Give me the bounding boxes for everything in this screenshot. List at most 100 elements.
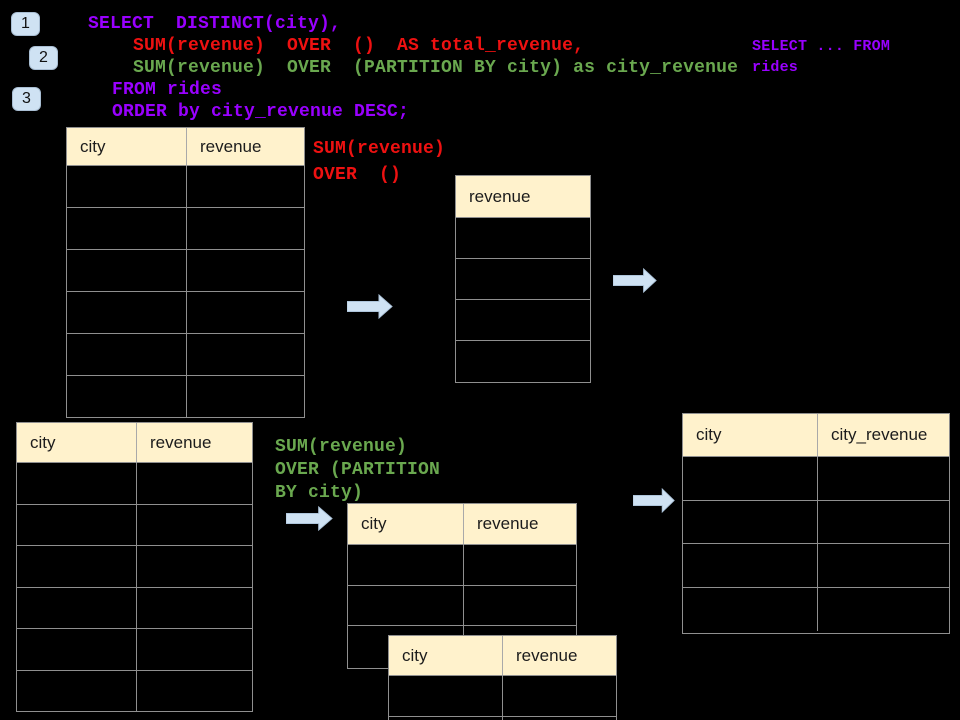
table-row [67, 376, 304, 418]
table-cell-empty [137, 505, 252, 546]
table-cell-empty [187, 292, 304, 334]
table-row [67, 292, 304, 334]
table-cell-empty [187, 208, 304, 250]
table-row [683, 544, 949, 588]
table-row [456, 300, 590, 341]
table-header-row: city revenue [17, 423, 252, 463]
table-cell-empty [17, 463, 137, 505]
table-row [17, 629, 252, 671]
table-final-result: city city_revenue [682, 413, 950, 634]
table-total-revenue-result: revenue [455, 175, 591, 383]
table-row [348, 585, 576, 626]
table-row [17, 587, 252, 629]
table-cell-empty [389, 717, 503, 720]
table-cell-empty [17, 546, 137, 588]
sql-line-partition: SUM(revenue) OVER (PARTITION BY city) as… [133, 58, 739, 78]
annotation-total-revenue: SUM(revenue) OVER () [313, 139, 446, 185]
table-cell-empty [137, 671, 252, 713]
annotation-partition-by-city: SUM(revenue) OVER (PARTITION BY city) [275, 437, 441, 503]
column-header-city: city [17, 423, 137, 463]
arrow-right-icon [347, 294, 393, 319]
table-cell-empty [348, 585, 464, 626]
table-row [67, 208, 304, 250]
table-cell-empty [137, 588, 252, 629]
table-cell-empty [67, 166, 187, 208]
table-cell-empty [67, 292, 187, 334]
table-row [456, 218, 590, 259]
table-header-row: city city_revenue [683, 414, 949, 457]
table-cell-empty [187, 376, 304, 418]
table-cell-empty [456, 300, 590, 341]
table-cell-empty [464, 586, 576, 626]
table-cell-empty [187, 166, 304, 208]
table-header-row: city revenue [348, 504, 576, 545]
table-cell-empty [137, 546, 252, 588]
step-badge-1: 1 [11, 12, 40, 36]
table-cell-empty [456, 341, 590, 382]
sql-line-select: SELECT DISTINCT(city), [88, 14, 342, 34]
table-row [17, 463, 252, 505]
table-cell-empty [67, 334, 187, 376]
table-header-row: city revenue [67, 128, 304, 166]
table-cell-empty [503, 676, 616, 717]
table-row [348, 545, 576, 586]
table-cell-empty [818, 588, 949, 632]
column-header-revenue: revenue [464, 504, 576, 545]
column-header-revenue: revenue [456, 176, 590, 218]
sql-line-order-by: ORDER by city_revenue DESC; [112, 102, 410, 122]
table-cell-empty [818, 544, 949, 588]
column-header-revenue: revenue [137, 423, 252, 463]
table-cell-empty [137, 629, 252, 671]
side-note-select-from-rides: SELECT ... FROM rides [752, 38, 891, 76]
table-header-row: revenue [456, 176, 590, 218]
table-cell-empty [818, 501, 949, 544]
table-row [67, 334, 304, 376]
table-row [17, 546, 252, 588]
table-row [456, 259, 590, 300]
table-source-top: city revenue [66, 127, 305, 418]
column-header-city: city [389, 636, 503, 676]
table-cell-empty [389, 676, 503, 717]
table-cell-empty [818, 457, 949, 501]
table-row [683, 457, 949, 501]
arrow-right-icon [286, 506, 333, 531]
table-row [67, 166, 304, 208]
column-header-city: city [67, 128, 187, 166]
table-cell-empty [464, 545, 576, 586]
table-row [17, 504, 252, 546]
table-cell-empty [187, 250, 304, 292]
table-cell-empty [683, 457, 818, 501]
table-cell-empty [17, 587, 137, 629]
column-header-city-revenue: city_revenue [818, 414, 949, 457]
column-header-city: city [683, 414, 818, 457]
table-row [17, 670, 252, 713]
table-row [456, 341, 590, 382]
table-cell-empty [67, 208, 187, 250]
step-badge-3: 3 [12, 87, 41, 111]
table-row [683, 500, 949, 544]
arrow-right-icon [613, 268, 657, 293]
column-header-revenue: revenue [503, 636, 616, 676]
table-row [389, 717, 616, 720]
table-cell-empty [456, 259, 590, 300]
step-badge-2: 2 [29, 46, 58, 70]
table-row [67, 250, 304, 292]
table-header-row: city revenue [389, 636, 616, 676]
table-cell-empty [683, 544, 818, 588]
table-source-bottom: city revenue [16, 422, 253, 712]
table-cell-empty [187, 334, 304, 376]
table-cell-empty [137, 463, 252, 505]
arrow-right-icon [633, 488, 675, 513]
table-row [389, 676, 616, 717]
table-cell-empty [67, 376, 187, 418]
table-cell-empty [17, 504, 137, 546]
sql-line-from: FROM rides [112, 80, 223, 100]
table-cell-empty [348, 545, 464, 586]
table-cell-empty [683, 587, 818, 631]
table-cell-empty [683, 500, 818, 544]
table-cell-empty [17, 670, 137, 712]
table-partition-group-a: city revenue [347, 503, 577, 669]
table-cell-empty [17, 629, 137, 671]
table-cell-empty [456, 218, 590, 259]
